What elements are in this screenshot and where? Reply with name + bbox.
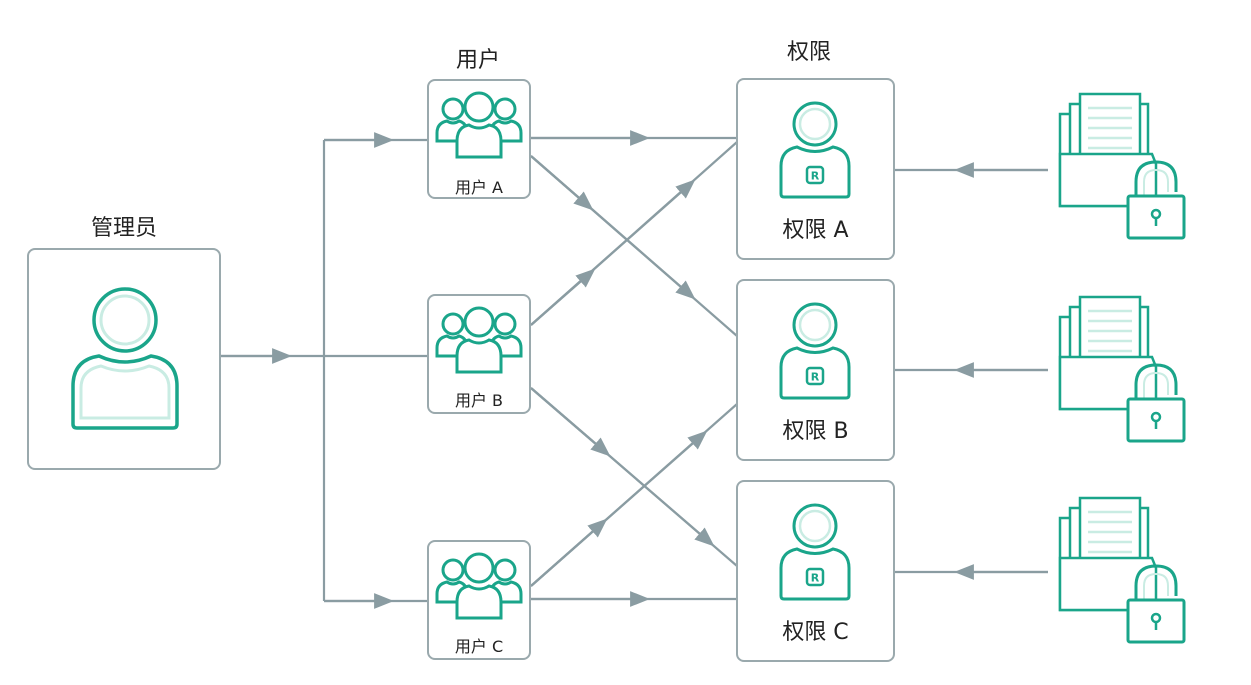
permission-node-a: R 权限 A	[736, 78, 895, 260]
role-badge-letter: R	[811, 371, 820, 384]
user-group-icon	[435, 306, 523, 374]
user-node-a: 用户 A	[427, 79, 531, 199]
locked-documents-icon	[1058, 496, 1186, 644]
locked-documents-icon	[1058, 295, 1186, 443]
users-heading: 用户	[456, 48, 501, 73]
user-label-c: 用户 C	[454, 637, 504, 656]
user-label-a: 用户 A	[454, 178, 504, 197]
permission-label-b: 权限 B	[782, 419, 849, 444]
user-label-b: 用户 B	[454, 391, 504, 410]
user-node-c: 用户 C	[427, 540, 531, 660]
permission-node-c: R 权限 C	[736, 480, 895, 662]
user-node-b: 用户 B	[427, 294, 531, 414]
user-group-icon	[435, 552, 523, 620]
role-person-icon: R	[779, 503, 851, 601]
role-badge-letter: R	[811, 170, 820, 183]
permissions-heading: 权限	[787, 40, 832, 65]
locked-documents-icon	[1058, 92, 1186, 240]
permission-node-b: R 权限 B	[736, 279, 895, 461]
role-badge-letter: R	[811, 572, 820, 585]
admin-heading: 管理员	[91, 216, 158, 241]
person-icon	[71, 287, 179, 430]
admin-node	[27, 248, 221, 470]
user-group-icon	[435, 91, 523, 159]
permission-label-c: 权限 C	[782, 620, 849, 645]
role-person-icon: R	[779, 302, 851, 400]
permission-label-a: 权限 A	[782, 218, 849, 243]
role-person-icon: R	[779, 101, 851, 199]
